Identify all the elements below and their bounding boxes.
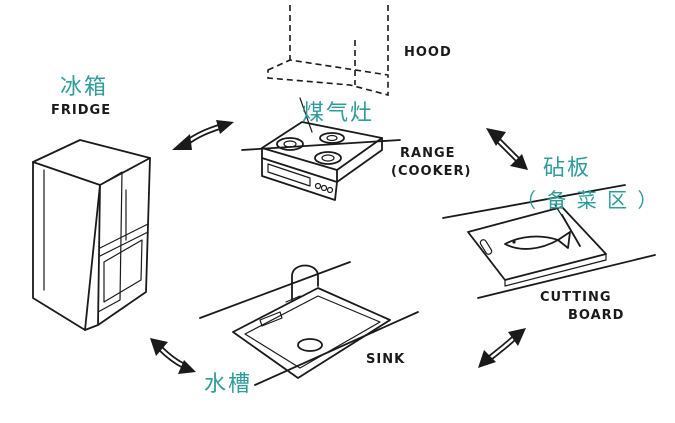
- cutting-board-label: CUTTING: [540, 290, 612, 305]
- range-label-chinese: 煤气灶: [302, 101, 375, 126]
- hood-drawing: [267, 5, 389, 97]
- sink-label: SINK: [366, 352, 406, 367]
- cutting-board-label-2: BOARD: [568, 308, 625, 323]
- arrow-board-sink: [478, 328, 526, 368]
- cutting-board-label-chinese: 砧板: [543, 156, 592, 181]
- sink-drawing: [199, 261, 419, 386]
- range-drawing: [241, 97, 401, 201]
- range-label: RANGE: [400, 146, 456, 161]
- fridge-label: FRIDGE: [51, 103, 112, 118]
- range-label-cooker: (COOKER): [391, 164, 472, 179]
- sink-label-chinese: 水槽: [204, 372, 253, 397]
- cutting-board-drawing: [442, 184, 656, 299]
- hood-label: HOOD: [404, 45, 452, 60]
- arrow-range-board: [486, 128, 528, 170]
- arrow-sink-fridge: [150, 338, 196, 374]
- prep-area-label-chinese: （ 备 菜 区 ）: [516, 188, 660, 212]
- fridge-label-chinese: 冰箱: [60, 75, 109, 100]
- arrow-fridge-range: [172, 120, 234, 150]
- fridge-drawing: [32, 139, 151, 331]
